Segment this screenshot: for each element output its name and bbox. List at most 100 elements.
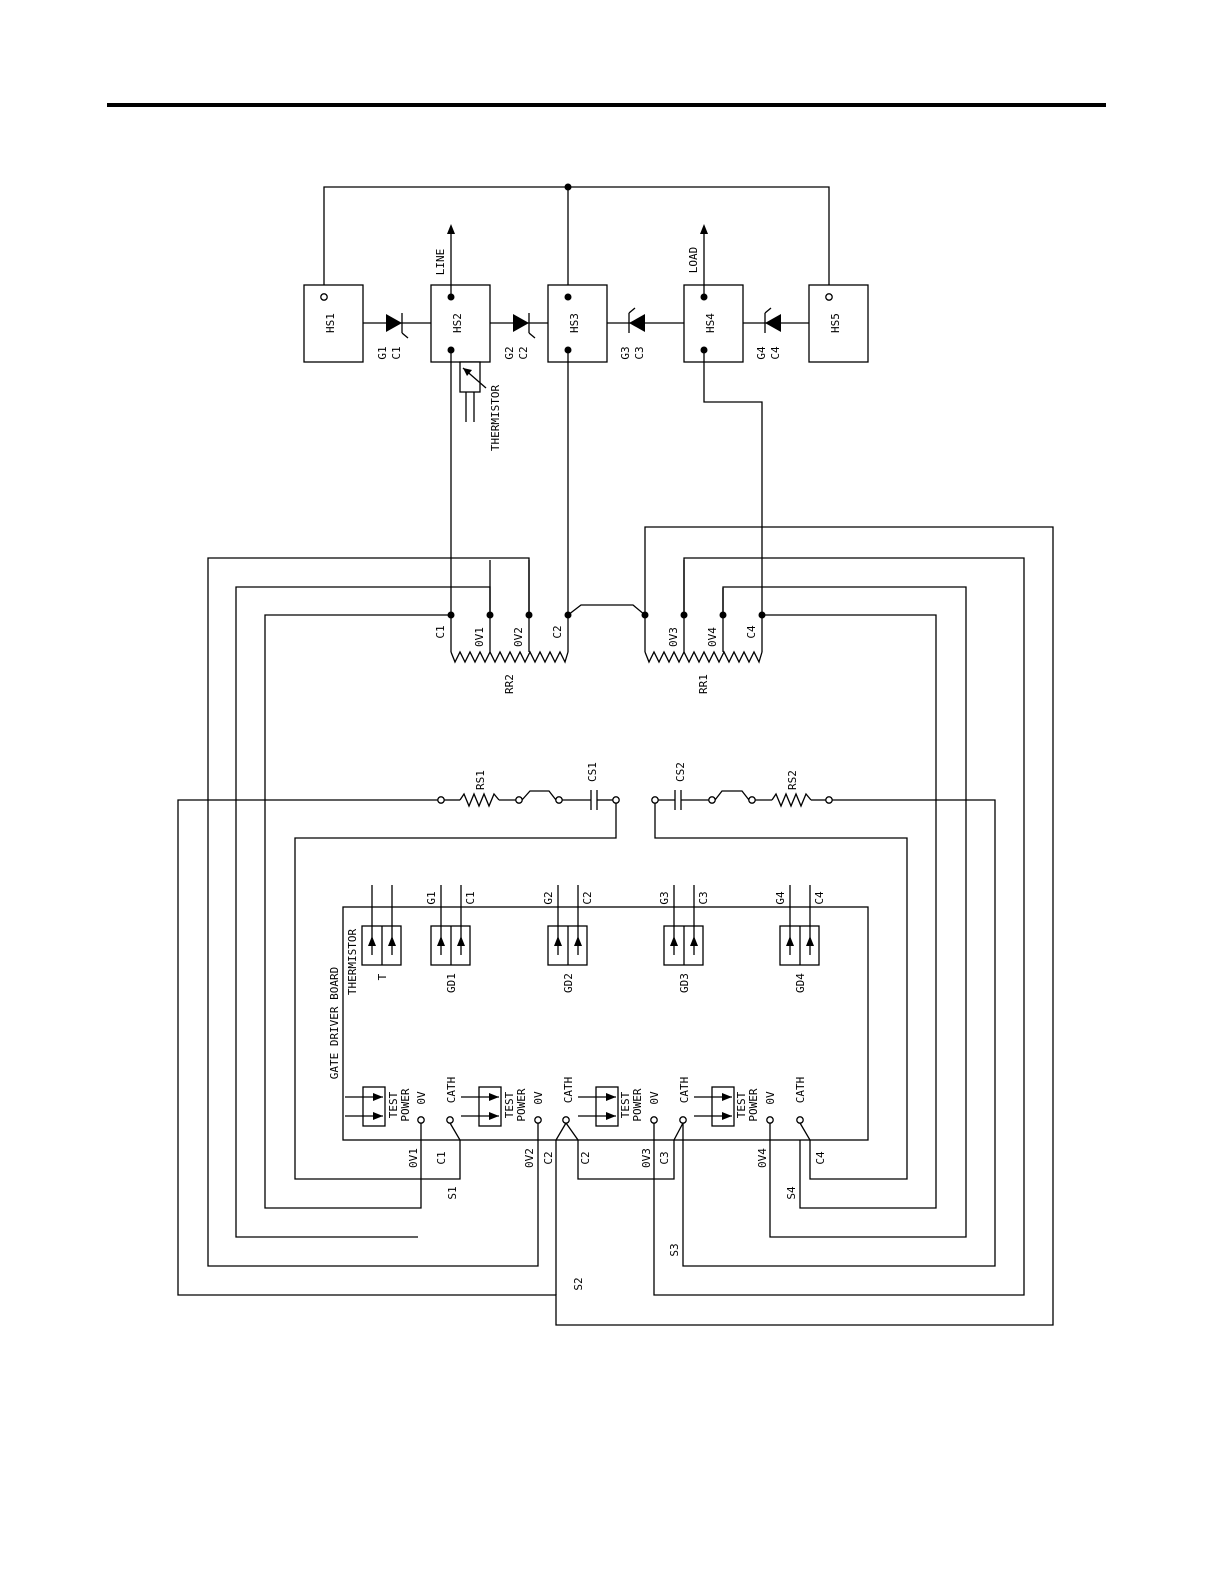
cs2-label: CS2	[674, 762, 687, 782]
rr2-tap-c1: C1	[434, 625, 447, 638]
zero-v-label-1: 0V	[415, 1091, 428, 1105]
power-label-2: POWER	[515, 1088, 528, 1121]
line-arrow-icon	[447, 224, 455, 297]
wire-label-0v1: 0V1	[407, 1148, 420, 1168]
scr4-gate-label: G4	[755, 346, 768, 360]
scr2-icon	[490, 313, 548, 339]
scr1-cathode-label: C1	[390, 346, 403, 359]
resistor-rr2-icon	[447, 560, 572, 664]
hs4-label: HS4	[704, 313, 717, 333]
load-arrow-icon	[700, 224, 708, 297]
terminal-cath2	[562, 1116, 570, 1124]
hs-to-resistor-wires	[450, 350, 763, 616]
scr1-icon	[363, 313, 431, 339]
rs1-label: RS1	[474, 770, 487, 790]
board-title: GATE DRIVER BOARD	[328, 967, 341, 1080]
wire-label-c4: C4	[814, 1151, 827, 1165]
scr1-gate-label: G1	[376, 346, 389, 359]
rs2-label: RS2	[786, 770, 799, 790]
test-power-connector-4-icon	[694, 1086, 735, 1127]
wire-label-c3: C3	[658, 1151, 671, 1164]
scr4-icon	[743, 307, 809, 333]
wire-label-0v3: 0V3	[640, 1148, 653, 1168]
scr3-icon	[607, 307, 684, 333]
terminal-0v1	[417, 1116, 425, 1124]
loop-wires	[177, 526, 1054, 1326]
wire-label-s1: S1	[446, 1186, 459, 1199]
rr2-tap-c2: C2	[551, 625, 564, 638]
cath-label-2: CATH	[562, 1077, 575, 1104]
terminal-cath3	[679, 1116, 687, 1124]
snubber-rs1-cs1-icon	[437, 790, 620, 810]
gd2-connector-icon	[547, 885, 588, 966]
heat-sink-hs1: HS1	[303, 284, 364, 363]
thermistor-connector-label: T	[376, 973, 389, 980]
rr2-tap-0v2: 0V2	[512, 627, 525, 647]
rr2-label: RR2	[503, 674, 516, 694]
gd1-gate-pin: G1	[425, 891, 438, 904]
test-power-connector-3-icon	[578, 1086, 619, 1127]
rr1-tap-0v4: 0V4	[706, 627, 719, 647]
rr1-tap-0v3: 0V3	[667, 627, 680, 647]
test-label-1: TEST	[387, 1091, 400, 1118]
wire-label-c1: C1	[435, 1151, 448, 1164]
heat-sink-hs5: HS5	[808, 284, 869, 363]
wire-label-s2: S2	[572, 1277, 585, 1290]
scr3-gate-label: G3	[619, 346, 632, 359]
power-label-3: POWER	[631, 1088, 644, 1121]
cath-label-1: CATH	[445, 1077, 458, 1104]
gd4-cathode-pin: C4	[813, 891, 826, 905]
heat-sink-hs2: HS2	[430, 284, 491, 363]
hs1-label: HS1	[324, 313, 337, 333]
wire-label-0v2: 0V2	[523, 1148, 536, 1168]
hs5-label: HS5	[829, 313, 842, 333]
terminal-0v2	[534, 1116, 542, 1124]
test-label-4: TEST	[735, 1091, 748, 1118]
heat-sink-hs3: HS3	[547, 284, 608, 363]
scr4-cathode-label: C4	[769, 346, 782, 360]
power-label-4: POWER	[747, 1088, 760, 1121]
gd3-cathode-pin: C3	[697, 891, 710, 904]
gd1-cathode-pin: C1	[464, 891, 477, 904]
hs2-label: HS2	[451, 313, 464, 333]
cath-label-3: CATH	[678, 1077, 691, 1104]
wire-label-s4: S4	[785, 1186, 798, 1200]
gd2-gate-pin: G2	[542, 891, 555, 904]
gd3-label: GD3	[678, 973, 691, 993]
gd1-connector-icon	[430, 885, 471, 966]
rr2-tap-0v1: 0V1	[473, 627, 486, 647]
thermistor-icon	[459, 361, 487, 422]
scr2-gate-label: G2	[503, 346, 516, 359]
wire-label-0v4: 0V4	[756, 1148, 769, 1168]
test-label-3: TEST	[619, 1091, 632, 1118]
scr2-cathode-label: C2	[517, 346, 530, 359]
wire-label-c2b: C2	[579, 1151, 592, 1164]
cath-label-4: CATH	[794, 1077, 807, 1104]
gd2-label: GD2	[562, 973, 575, 993]
thermistor-label: THERMISTOR	[489, 385, 502, 452]
cs1-label: CS1	[586, 762, 599, 782]
gd4-label: GD4	[794, 973, 807, 993]
rr1-tap-c4: C4	[745, 625, 758, 639]
gd1-label: GD1	[445, 973, 458, 993]
line-label: LINE	[434, 249, 447, 276]
test-power-connector-2-icon	[461, 1086, 502, 1127]
snubber-cs2-rs2-icon	[651, 790, 833, 810]
power-label-1: POWER	[399, 1088, 412, 1121]
wire-label-c2a: C2	[542, 1151, 555, 1164]
terminal-0v3	[650, 1116, 658, 1124]
top-bus-wire	[323, 183, 830, 297]
terminal-cath4	[796, 1116, 804, 1124]
gd2-cathode-pin: C2	[581, 891, 594, 904]
load-label: LOAD	[687, 247, 700, 274]
test-power-connector-1-icon	[345, 1086, 386, 1127]
gd3-connector-icon	[663, 885, 704, 966]
wire-label-s3: S3	[668, 1243, 681, 1256]
hs3-label: HS3	[568, 313, 581, 333]
terminal-0v4	[766, 1116, 774, 1124]
board-thermistor-label: THERMISTOR	[346, 929, 359, 996]
heat-sink-hs4: HS4	[683, 284, 744, 363]
scr3-cathode-label: C3	[633, 346, 646, 359]
thermistor-connector-icon	[361, 885, 402, 966]
